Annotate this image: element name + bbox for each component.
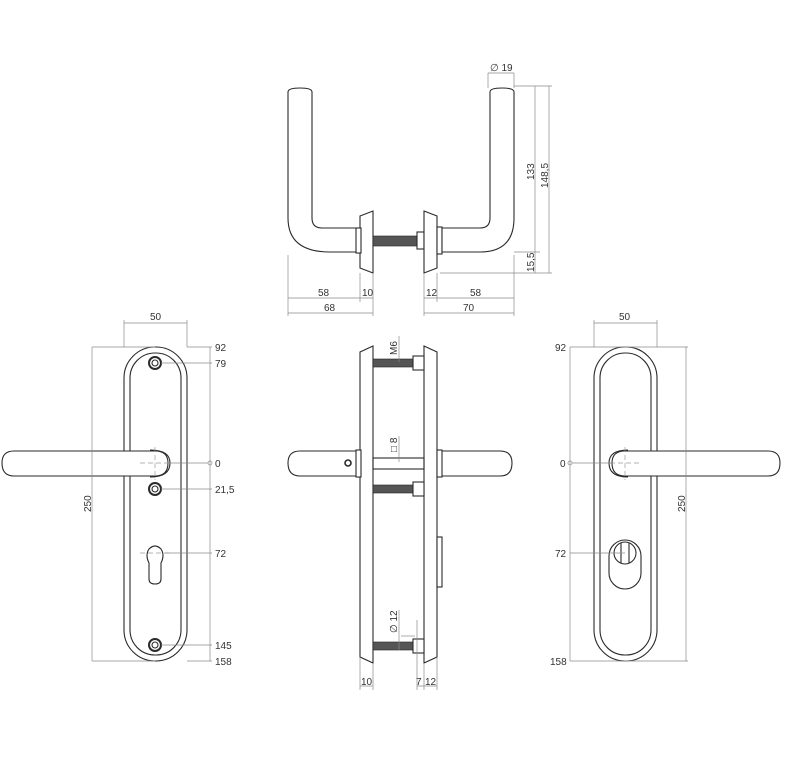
right-rose-top — [423, 210, 438, 274]
dim-height-250-right: 250 — [677, 495, 688, 512]
mark-right-72: 72 — [555, 549, 567, 560]
dim-width-50-left: 50 — [150, 312, 162, 323]
lever-side-left — [287, 450, 358, 477]
dim-right-58: 58 — [470, 288, 482, 299]
dim-133: 133 — [526, 163, 537, 180]
dim-148-5: 148,5 — [540, 163, 551, 188]
lever-side-right — [439, 450, 513, 477]
dim-side-10: 10 — [361, 677, 373, 688]
front-view-right: 50 250 92 0 72 158 — [550, 312, 781, 668]
left-lever-top — [287, 87, 363, 253]
dim-square-8: □ 8 — [389, 437, 400, 452]
mark-right-158: 158 — [550, 657, 567, 668]
dim-right-70: 70 — [463, 303, 475, 314]
dim-left-68: 68 — [324, 303, 336, 314]
dim-side-12: 12 — [425, 677, 437, 688]
keyhole-profile — [146, 545, 164, 585]
mark-21-5: 21,5 — [215, 485, 235, 496]
backplate-inner — [129, 352, 182, 656]
dim-width-50-right: 50 — [619, 312, 631, 323]
left-rose-top — [359, 210, 374, 274]
dim-right-12: 12 — [426, 288, 438, 299]
mark-0: 0 — [215, 459, 221, 470]
dim-diameter-12: ∅ 12 — [389, 610, 400, 633]
dim-15-5: 15,5 — [526, 252, 537, 272]
backplate-outer — [123, 346, 188, 662]
dim-height-250-left: 250 — [83, 495, 94, 512]
backplate-inner-right — [599, 352, 652, 656]
dim-side-7: 7 — [416, 677, 422, 688]
mark-92: 92 — [215, 343, 227, 354]
backplate-outer-right — [593, 346, 658, 662]
threaded-bolt — [372, 235, 418, 247]
dim-m6: M6 — [389, 341, 400, 355]
dim-left-58: 58 — [318, 288, 330, 299]
mark-72: 72 — [215, 549, 227, 560]
front-view-left: 50 250 92 79 0 21,5 72 145 158 — [1, 312, 235, 668]
lever-left — [1, 450, 169, 477]
mark-158: 158 — [215, 657, 232, 668]
right-plate-side — [423, 345, 438, 664]
dim-left-10: 10 — [362, 288, 374, 299]
dim-diameter-19: ∅ 19 — [490, 63, 513, 74]
mark-145: 145 — [215, 641, 232, 652]
mark-right-92: 92 — [555, 343, 567, 354]
spindle — [372, 457, 425, 470]
lever-right — [611, 450, 781, 477]
side-view: M6 □ 8 ∅ 12 10 7 12 — [287, 336, 513, 690]
right-lever-top — [441, 87, 515, 253]
mark-right-0: 0 — [560, 459, 566, 470]
top-view: ∅ 19 133 148,5 15,5 58 10 68 12 58 70 — [287, 63, 552, 316]
mark-79: 79 — [215, 359, 227, 370]
left-plate-side — [359, 345, 374, 664]
